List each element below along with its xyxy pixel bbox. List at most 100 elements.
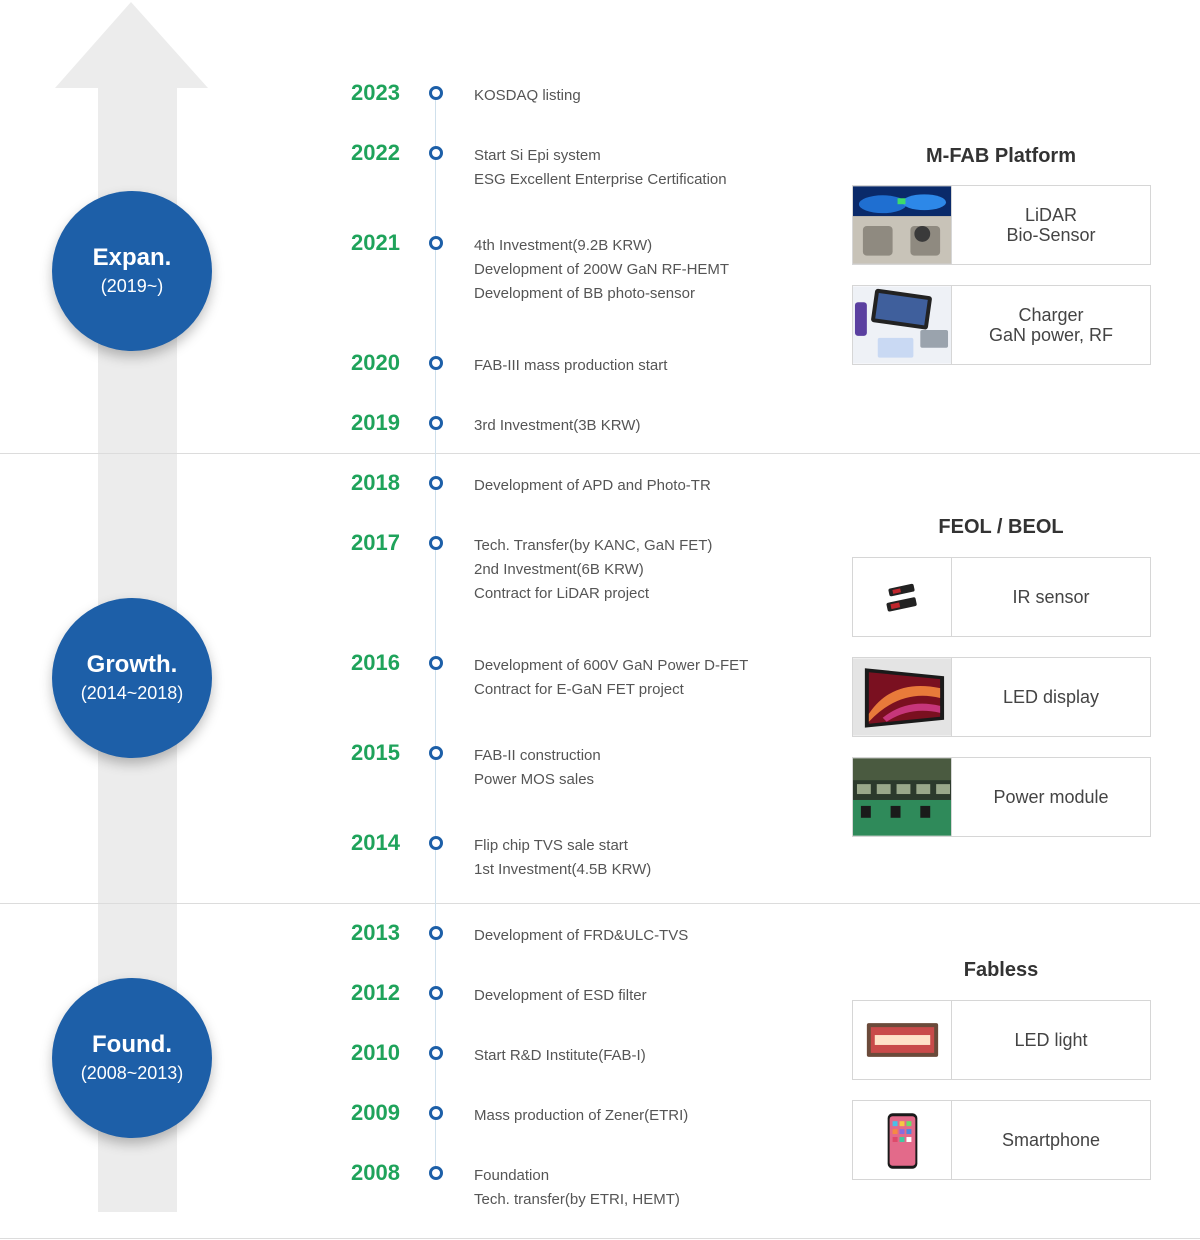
event-text: KOSDAQ listing <box>474 87 581 104</box>
phase-range: (2014~2018) <box>80 683 184 703</box>
timeline-dot-icon <box>429 836 443 850</box>
event-text: Development of BB photo-sensor <box>474 285 695 302</box>
timeline-dot-icon <box>429 146 443 160</box>
phase-range: (2008~2013) <box>80 1063 184 1083</box>
year-label: 2018 <box>351 470 400 495</box>
power-module-image <box>853 758 952 836</box>
timeline-dot-icon <box>429 1046 443 1060</box>
year-label: 2022 <box>351 140 400 165</box>
timeline-line <box>435 93 436 1175</box>
year-label: 2019 <box>351 410 400 435</box>
card-label: Charger GaN power, RF <box>952 286 1150 364</box>
group-title-feol-beol: FEOL / BEOL <box>938 516 1064 538</box>
charger-device-image <box>853 286 952 364</box>
year-label: 2013 <box>351 920 400 945</box>
event-text: Contract for LiDAR project <box>474 585 650 602</box>
timeline-dot-icon <box>429 926 443 940</box>
product-card-lidar: LiDAR Bio-Sensor <box>852 185 1151 265</box>
phase-title: Found. <box>92 1031 172 1058</box>
smartphone-image <box>853 1101 952 1179</box>
product-card-led-light: LED light <box>852 1000 1151 1080</box>
phase-foundation: Found. (2008~2013) <box>52 978 212 1138</box>
event-text: Contract for E-GaN FET project <box>474 681 684 698</box>
card-label-line: LED light <box>1014 1030 1088 1050</box>
event-text: Tech. transfer(by ETRI, HEMT) <box>474 1191 680 1208</box>
event-text: FAB-III mass production start <box>474 357 668 374</box>
card-label: IR sensor <box>952 558 1150 636</box>
product-card-power-module: Power module <box>852 757 1151 837</box>
event-text: 1st Investment(4.5B KRW) <box>474 861 652 878</box>
event-text: Development of ESD filter <box>474 987 647 1004</box>
event-text: Power MOS sales <box>474 771 595 788</box>
timeline-dot-icon <box>429 86 443 100</box>
year-label: 2014 <box>351 830 400 855</box>
phase-range: (2019~) <box>100 276 164 296</box>
phase-title: Expan. <box>92 244 172 271</box>
product-card-led-display: LED display <box>852 657 1151 737</box>
event-text: 2nd Investment(6B KRW) <box>474 561 644 578</box>
year-label: 2010 <box>351 1040 400 1065</box>
card-label-line: GaN power, RF <box>988 325 1114 345</box>
event-text: Development of 200W GaN RF-HEMT <box>474 261 730 278</box>
led-display-image <box>853 658 952 736</box>
card-label-line: Bio-Sensor <box>1006 225 1096 245</box>
product-card-ir-sensor: IR sensor <box>852 557 1151 637</box>
section-divider <box>0 903 1200 904</box>
card-label-line: LED display <box>1002 687 1100 707</box>
year-label: 2017 <box>351 530 400 555</box>
card-label-line: Smartphone <box>1001 1130 1101 1150</box>
event-text: ESG Excellent Enterprise Certification <box>474 171 727 188</box>
timeline-dot-icon <box>429 1166 443 1180</box>
group-title-fabless: Fabless <box>963 959 1039 981</box>
event-text: Development of 600V GaN Power D-FET <box>474 657 749 674</box>
timeline-dot-icon <box>429 1106 443 1120</box>
event-text: Flip chip TVS sale start <box>474 837 628 854</box>
phase-growth: Growth. (2014~2018) <box>52 598 212 758</box>
year-label: 2023 <box>351 80 400 105</box>
card-label: LED display <box>952 658 1150 736</box>
timeline-dot-icon <box>429 656 443 670</box>
year-label: 2008 <box>351 1160 400 1185</box>
card-label-line: Charger <box>1018 305 1084 325</box>
timeline-dot-icon <box>429 236 443 250</box>
timeline-dot-icon <box>429 356 443 370</box>
timeline-dot-icon <box>429 416 443 430</box>
section-divider <box>0 1238 1200 1239</box>
led-light-image <box>853 1001 952 1079</box>
event-text: Development of APD and Photo-TR <box>474 477 711 494</box>
group-title-mfab: M-FAB Platform <box>926 145 1076 167</box>
card-label: LED light <box>952 1001 1150 1079</box>
event-text: FAB-II construction <box>474 747 601 764</box>
event-text: Start Si Epi system <box>474 147 601 164</box>
card-label-line: LiDAR <box>1024 205 1077 225</box>
event-text: Development of FRD&ULC-TVS <box>474 927 689 944</box>
product-card-charger: Charger GaN power, RF <box>852 285 1151 365</box>
timeline-dot-icon <box>429 986 443 1000</box>
year-label: 2016 <box>351 650 400 675</box>
year-label: 2021 <box>351 230 400 255</box>
event-text: Mass production of Zener(ETRI) <box>474 1107 689 1124</box>
event-text: Start R&D Institute(FAB-I) <box>474 1047 646 1064</box>
year-label: 2020 <box>351 350 400 375</box>
phase-expansion: Expan. (2019~) <box>52 191 212 351</box>
year-label: 2015 <box>351 740 400 765</box>
car-interior-image <box>853 186 952 264</box>
event-text: Foundation <box>474 1167 550 1184</box>
card-label: Power module <box>952 758 1150 836</box>
card-label: Smartphone <box>952 1101 1150 1179</box>
phase-title: Growth. <box>86 651 178 678</box>
ir-sensor-image <box>853 558 952 636</box>
timeline-dot-icon <box>429 476 443 490</box>
card-label-line: IR sensor <box>1012 587 1090 607</box>
section-divider <box>0 453 1200 454</box>
year-label: 2009 <box>351 1100 400 1125</box>
event-text: 4th Investment(9.2B KRW) <box>474 237 653 254</box>
event-text: 3rd Investment(3B KRW) <box>474 417 641 434</box>
card-label: LiDAR Bio-Sensor <box>952 186 1150 264</box>
card-label-line: Power module <box>993 787 1109 807</box>
timeline-dot-icon <box>429 746 443 760</box>
event-text: Tech. Transfer(by KANC, GaN FET) <box>474 537 713 554</box>
timeline-dot-icon <box>429 536 443 550</box>
year-label: 2012 <box>351 980 400 1005</box>
product-card-smartphone: Smartphone <box>852 1100 1151 1180</box>
